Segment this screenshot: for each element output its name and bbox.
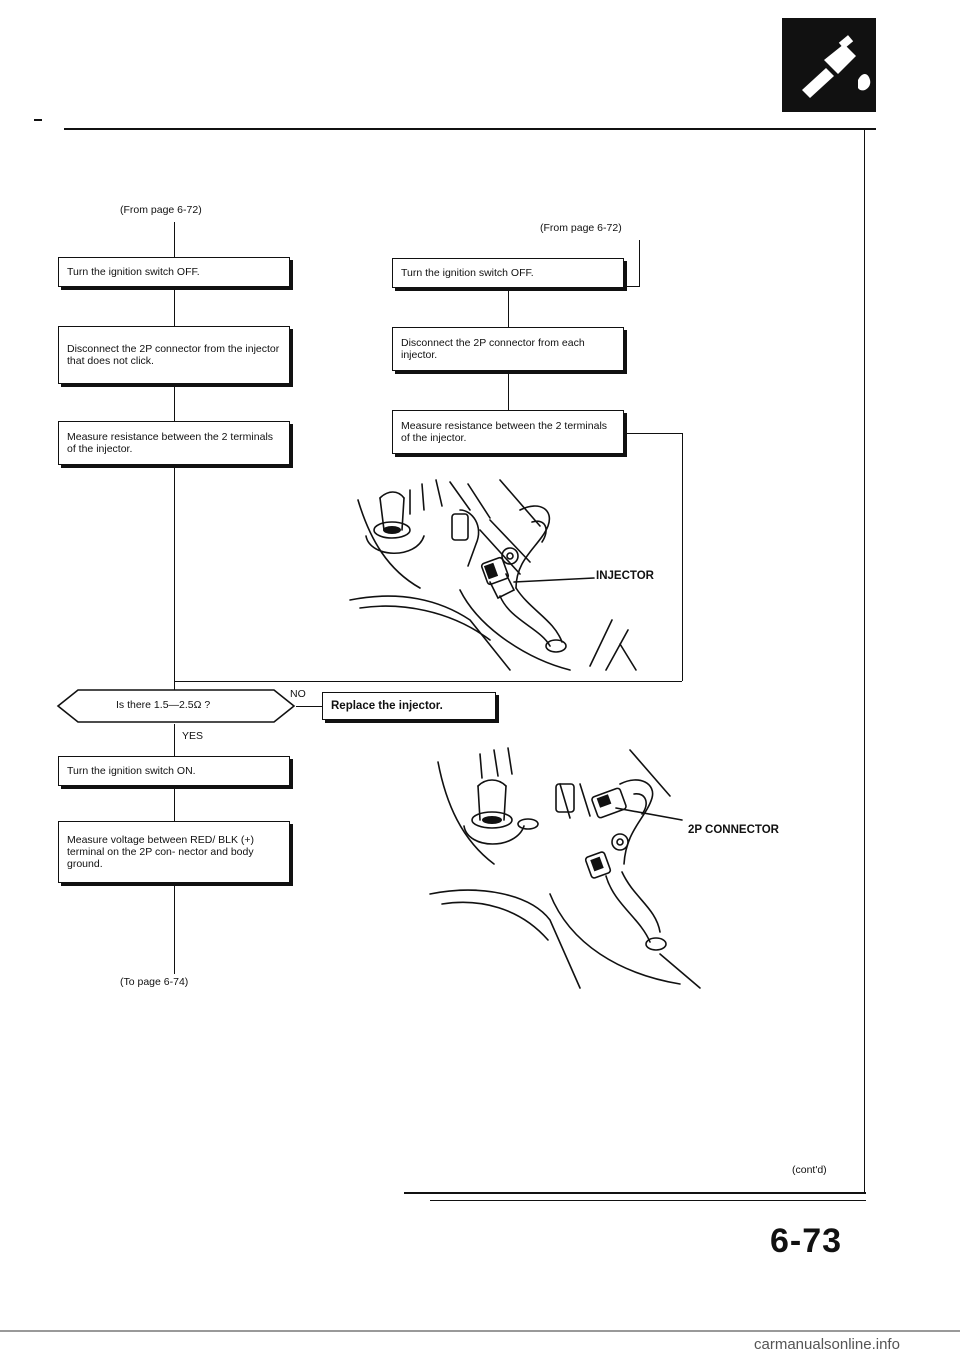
header-icon-block [782,18,876,112]
left-step2-text: Disconnect the 2P connector from the inj… [67,343,280,367]
replace-injector-text: Replace the injector. [331,700,443,712]
right-from-connector [639,240,640,286]
left-connector-2 [174,290,175,326]
right-connector-3 [508,374,509,410]
page-number: 6-73 [770,1222,843,1260]
watermark: carmanualsonline.info [754,1336,900,1353]
injector-callout: INJECTOR [596,570,654,582]
page-border-right [864,130,865,1192]
no-connector [296,706,322,707]
left-step4-text: Turn the ignition switch ON. [67,765,196,777]
left-step-measure-voltage: Measure voltage between RED/ BLK (+) ter… [58,821,290,883]
left-connector-6 [174,789,175,821]
left-step5-text: Measure voltage between RED/ BLK (+) ter… [67,834,255,870]
left-step1-text: Turn the ignition switch OFF. [67,266,200,278]
left-from-label: (From page 6-72) [120,204,202,216]
left-connector-5 [174,724,175,756]
yes-label: YES [182,730,204,742]
left-step-turn-off: Turn the ignition switch OFF. [58,257,290,287]
right-loop-bottom [174,681,682,682]
decision-shape [56,689,296,723]
right-from-label: (From page 6-72) [540,222,622,234]
contd-label: (cont'd) [792,1164,827,1176]
left-connector-4 [174,468,175,690]
footer-rule [404,1192,866,1194]
injector-illustration [349,479,637,671]
fuel-injector-icon [802,35,871,98]
left-to-label: (To page 6-74) [120,976,189,988]
right-step-turn-off: Turn the ignition switch OFF. [392,258,624,288]
footer-rule-thin [430,1200,866,1201]
left-step-turn-on: Turn the ignition switch ON. [58,756,290,786]
header-tick [34,119,42,121]
left-step3-text: Measure resistance between the 2 termina… [67,431,274,455]
right-step2-text: Disconnect the 2P connector from each in… [401,337,585,361]
left-connector-3 [174,387,175,421]
header-rule [64,128,876,130]
right-step1-text: Turn the ignition switch OFF. [401,267,534,279]
right-loop-side [682,433,683,681]
right-from-connector-h [622,286,640,287]
no-label: NO [290,688,306,700]
connector-callout: 2P CONNECTOR [688,824,779,836]
right-step-disconnect: Disconnect the 2P connector from each in… [392,327,624,371]
right-step3-text: Measure resistance between the 2 termina… [401,420,608,444]
right-loop-top [626,433,682,434]
left-step-measure-resistance: Measure resistance between the 2 termina… [58,421,290,465]
decision-text: Is there 1.5—2.5Ω ? [116,699,211,711]
connector-illustration [429,747,701,989]
bottom-band [0,1330,960,1332]
left-connector-1 [174,222,175,257]
replace-injector-box: Replace the injector. [322,692,496,720]
right-step-measure-resistance: Measure resistance between the 2 termina… [392,410,624,454]
left-connector-7 [174,886,175,974]
left-step-disconnect: Disconnect the 2P connector from the inj… [58,326,290,384]
right-connector-2 [508,291,509,327]
